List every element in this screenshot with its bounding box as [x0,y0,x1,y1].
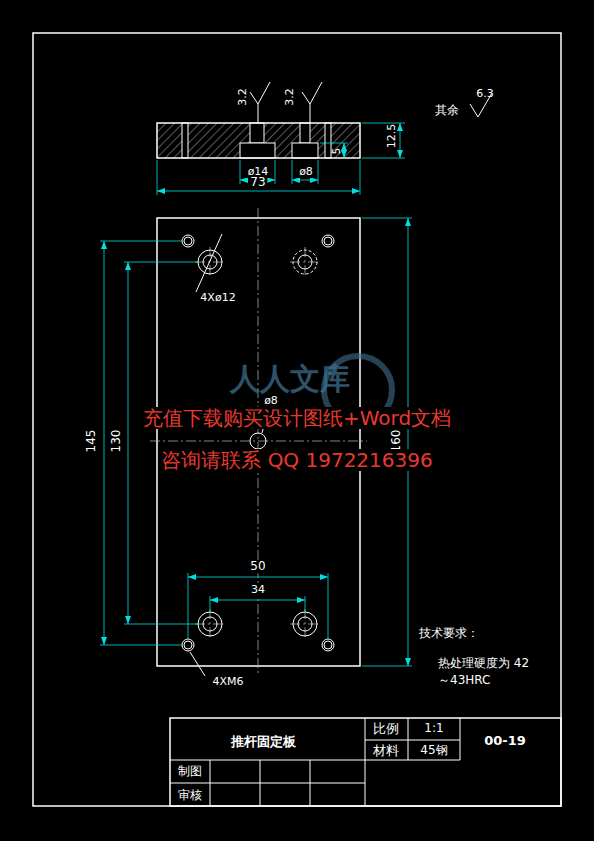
note-heading: 技术要求： [419,627,479,640]
watermark-logo: 人人文库 [230,362,350,395]
table-cell: 审核 [178,789,202,802]
table-cell: 1:1 [424,722,443,735]
table-cell: 材料 [373,744,399,758]
table-cell: 比例 [373,722,399,736]
dimension: 12.5 [386,124,398,149]
callout: 4Xø12 [198,292,237,304]
roughness-note: 其余 [435,104,459,117]
note-text: 热处理硬度为 42～43HRC [438,655,534,690]
dimension: 5 [331,148,342,154]
title-cell: 推杆固定板 [231,735,296,749]
dimension: ø8 [262,395,280,407]
table-cell: 45钢 [420,744,447,757]
table-cell: 制图 [178,765,202,778]
dimension: 130 [110,428,123,455]
dimension: ø8 [297,166,315,178]
callout: 4XM6 [210,676,245,688]
roughness-value: 3.2 [284,88,296,106]
roughness-value: 6.3 [476,88,494,100]
watermark: 充值下载购买设计图纸+Word文档 [141,407,453,429]
watermark: 咨询请联系 QQ 1972216396 [159,449,434,471]
drawing-number: 00-19 [484,734,526,748]
dimension: 73 [248,176,267,189]
dimension: 145 [85,428,98,455]
dimension: 50 [248,560,267,573]
roughness-value: 3.2 [237,88,249,106]
dimension: 34 [249,584,267,596]
